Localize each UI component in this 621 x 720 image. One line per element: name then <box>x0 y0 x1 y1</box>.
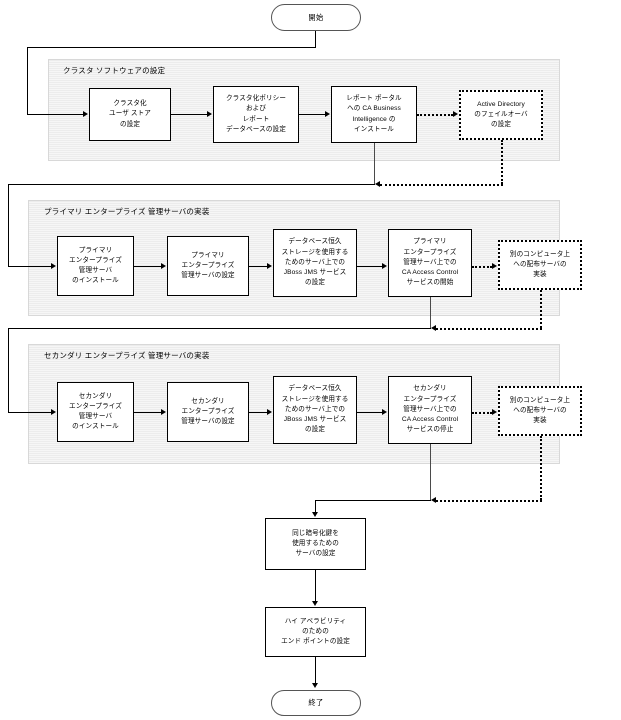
connector-row2-to-row3-down <box>8 328 9 412</box>
connector-into-row1-node1 <box>27 114 83 115</box>
arrowhead-row1-n3-n4 <box>453 111 458 117</box>
connector-row3-to-tail-left <box>315 500 431 501</box>
connector-row2-n4-n5-dotted <box>472 266 492 268</box>
node-row2-jboss-jms[interactable]: データベース恒久 ストレージを使用する ためのサーバ上での JBoss JMS … <box>273 229 357 297</box>
connector-row3-n5-down-dotted <box>540 436 542 500</box>
arrowhead-row2-n2-n3 <box>267 263 272 269</box>
node-row1-cluster-user-store[interactable]: クラスタ化 ユーザ ストア の設定 <box>89 88 171 141</box>
node-tail-endpoint-config[interactable]: ハイ アベラビリティ のための エンド ポイントの設定 <box>265 607 366 657</box>
node-row3-distribution-server[interactable]: 別のコンピュータ上 への配布サーバの 実装 <box>498 386 582 436</box>
connector-row2-n1-n2 <box>134 266 161 267</box>
node-row3-secondary-configure[interactable]: セカンダリ エンタープライズ 管理サーバの設定 <box>167 382 249 442</box>
connector-row1-n3-down <box>374 143 375 184</box>
node-row2-primary-configure[interactable]: プライマリ エンタープライズ 管理サーバの設定 <box>167 236 249 296</box>
connector-row2-n5-down-dotted <box>540 290 542 328</box>
group-title-primary-server: プライマリ エンタープライズ 管理サーバの実装 <box>44 207 210 216</box>
arrowhead-row3-junction <box>431 497 436 503</box>
connector-start-downleft <box>27 47 28 114</box>
arrowhead-row2-n3-n4 <box>382 263 387 269</box>
connector-row3-n4-n5-dotted <box>472 412 492 414</box>
connector-row1-n3-n4-dotted <box>417 114 453 116</box>
arrowhead-into-row1-node1 <box>83 111 88 117</box>
group-title-cluster-software: クラスタ ソフトウェアの設定 <box>63 66 166 75</box>
connector-row3-n2-n3 <box>249 412 267 413</box>
connector-start-down <box>315 31 316 47</box>
node-row2-primary-install[interactable]: プライマリ エンタープライズ 管理サーバ のインストール <box>57 236 134 296</box>
connector-row1-n2-n3 <box>299 114 325 115</box>
arrowhead-into-row3-node1 <box>51 409 56 415</box>
connector-tail-n1-down <box>315 570 316 603</box>
connector-row2-n5-left-dotted <box>436 328 542 330</box>
arrowhead-row1-junction <box>375 181 380 187</box>
connector-row2-to-row3-left <box>8 328 431 329</box>
arrowhead-row1-n2-n3 <box>325 111 330 117</box>
node-row1-bi-install[interactable]: レポート ポータル への CA Business Intelligence の … <box>331 86 417 143</box>
node-row2-distribution-server[interactable]: 別のコンピュータ上 への配布サーバの 実装 <box>498 240 582 290</box>
node-tail-encryption-key-config[interactable]: 同じ暗号化鍵を 使用するための サーバの設定 <box>265 518 366 570</box>
connector-row3-n4-down <box>430 444 431 500</box>
arrowhead-into-tail-node2 <box>312 601 318 606</box>
connector-row1-n1-n2 <box>171 114 207 115</box>
arrowhead-into-tail-node1 <box>312 512 318 517</box>
end-terminator[interactable]: 終了 <box>271 690 361 716</box>
arrowhead-row2-n4-n5 <box>492 263 497 269</box>
arrowhead-row1-n1-n2 <box>207 111 212 117</box>
group-title-secondary-server: セカンダリ エンタープライズ 管理サーバの実装 <box>44 351 210 360</box>
arrowhead-row3-n1-n2 <box>161 409 166 415</box>
arrowhead-row3-n2-n3 <box>267 409 272 415</box>
node-row3-stop-service[interactable]: セカンダリ エンタープライズ 管理サーバ上での CA Access Contro… <box>388 376 472 444</box>
connector-into-row3-node1 <box>8 412 51 413</box>
start-terminator[interactable]: 開始 <box>271 4 361 31</box>
connector-into-row2-node1 <box>8 266 51 267</box>
arrowhead-row2-junction <box>431 325 436 331</box>
node-row2-start-service[interactable]: プライマリ エンタープライズ 管理サーバ上での CA Access Contro… <box>388 229 472 297</box>
connector-row1-n4-down-dotted <box>501 140 503 184</box>
connector-row3-n5-left-dotted <box>436 500 542 502</box>
connector-row1-to-row2-left <box>8 184 375 185</box>
connector-row3-n1-n2 <box>134 412 161 413</box>
arrowhead-row3-n3-n4 <box>382 409 387 415</box>
node-row3-jboss-jms[interactable]: データベース恒久 ストレージを使用する ためのサーバ上での JBoss JMS … <box>273 376 357 444</box>
arrowhead-into-row2-node1 <box>51 263 56 269</box>
connector-start-left <box>27 47 316 48</box>
node-row3-secondary-install[interactable]: セカンダリ エンタープライズ 管理サーバ のインストール <box>57 382 134 442</box>
connector-row2-n4-down <box>430 297 431 328</box>
connector-tail-n2-down <box>315 657 316 685</box>
connector-row3-n3-n4 <box>357 412 382 413</box>
arrowhead-into-end <box>312 683 318 688</box>
node-row1-active-directory-failover[interactable]: Active Directory のフェイルオーバ の設定 <box>459 90 543 140</box>
arrowhead-row2-n1-n2 <box>161 263 166 269</box>
connector-row3-to-tail-down <box>315 500 316 514</box>
connector-row1-n4-left-dotted <box>380 184 503 186</box>
arrowhead-row3-n4-n5 <box>492 409 497 415</box>
connector-row2-n2-n3 <box>249 266 267 267</box>
node-row1-policy-report-db[interactable]: クラスタ化ポリシー および レポート データベースの設定 <box>213 86 299 143</box>
connector-row2-n3-n4 <box>357 266 382 267</box>
connector-row1-to-row2-down <box>8 184 9 266</box>
